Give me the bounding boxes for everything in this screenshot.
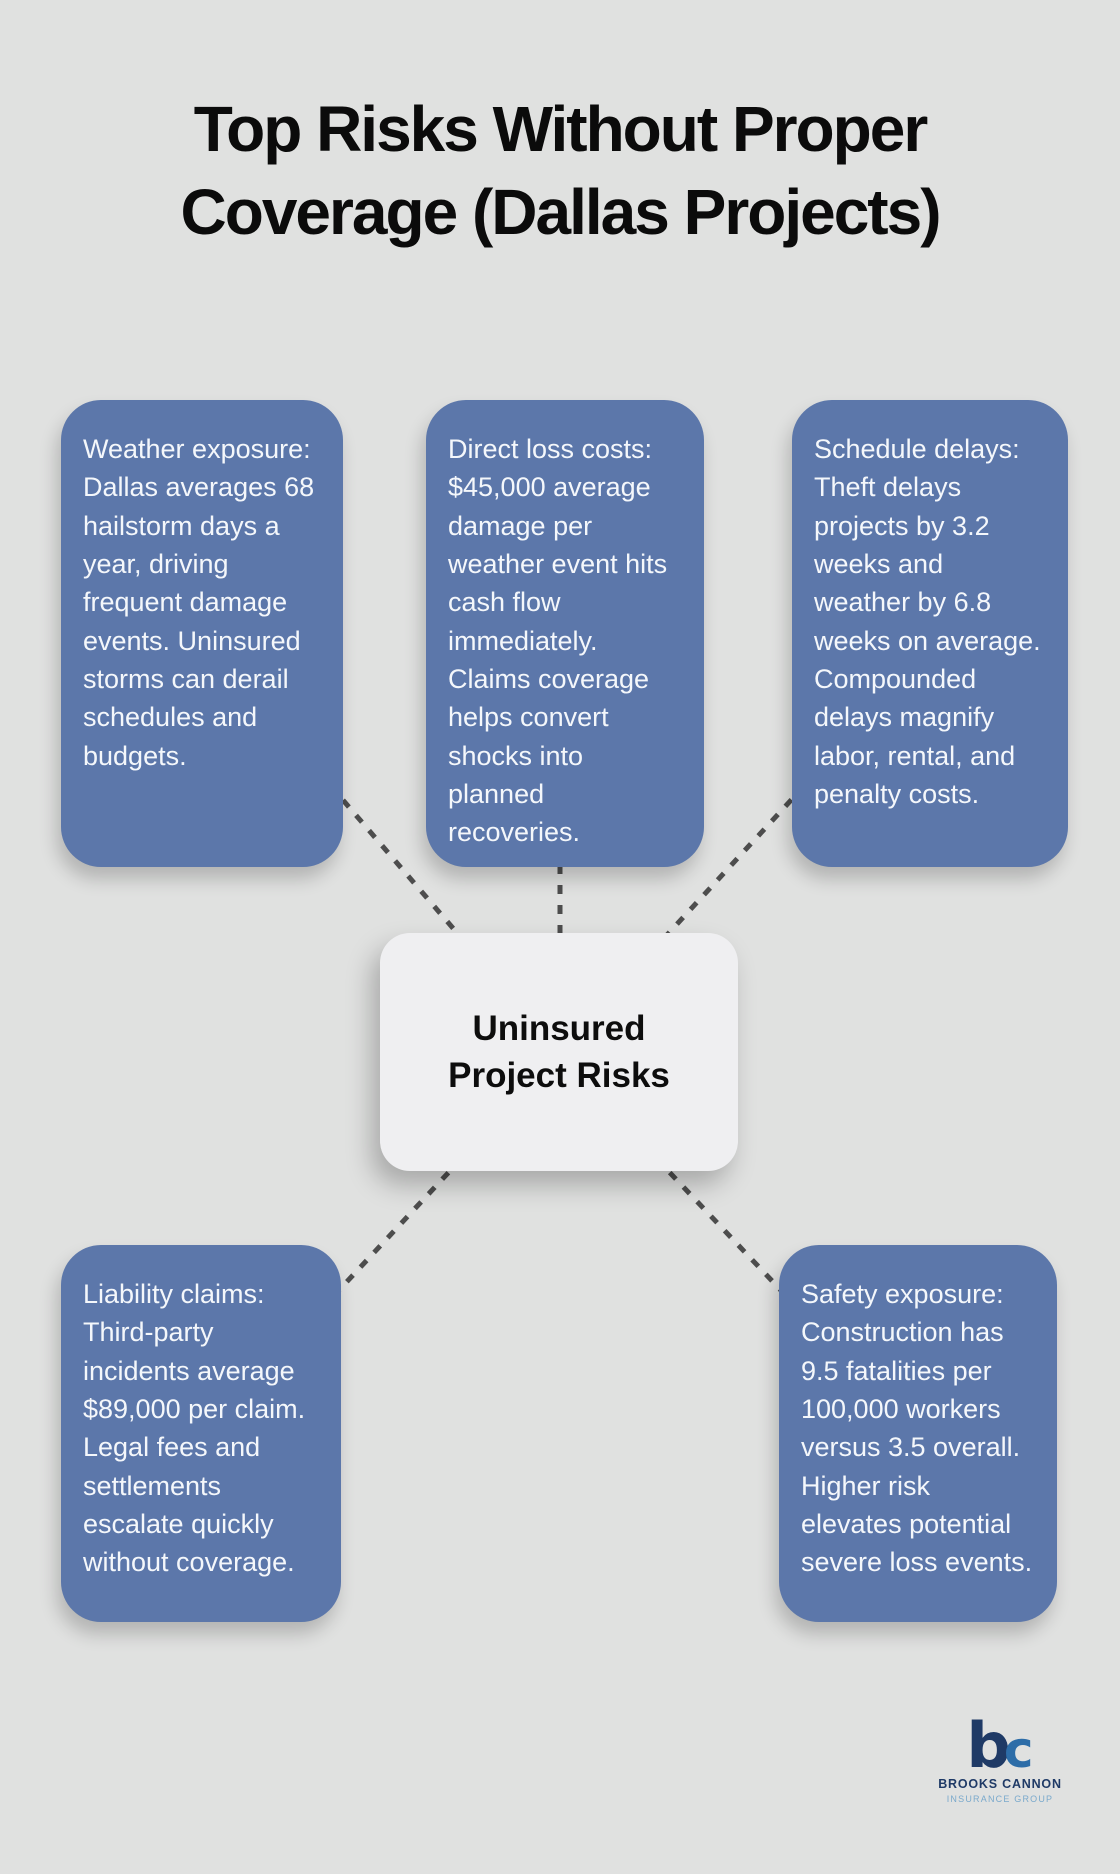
page-title: Top Risks Without Proper Coverage (Dalla… [0,88,1120,254]
page-title-line2: Coverage (Dallas Projects) [180,176,942,249]
bc-logo-letter-b: b [966,1709,1011,1782]
risk-node-liability-claims: Liability claims: Third-party incidents … [61,1245,341,1622]
connector-center-to-liability [326,1156,464,1304]
central-node-line1: Uninsured [472,1008,646,1048]
brand-name: BROOKS CANNON [938,1777,1062,1792]
risk-node-schedule-delays-text: Schedule delays: Theft delays projects b… [814,434,1041,809]
risk-node-weather-exposure: Weather exposure: Dallas averages 68 hai… [61,400,343,867]
bc-logo-letter-c: c [1003,1721,1034,1780]
connector-schedule-to-center [653,783,807,950]
risk-node-liability-text: Liability claims: Third-party incidents … [83,1279,306,1578]
risk-node-schedule-delays: Schedule delays: Theft delays projects b… [792,400,1068,867]
risk-node-weather-text: Weather exposure: Dallas averages 68 hai… [83,434,315,771]
page-title-line1: Top Risks Without Proper [193,93,928,165]
connector-weather-to-center [328,783,472,950]
brand-logo: b c BROOKS CANNON INSURANCE GROUP [920,1709,1080,1805]
risk-node-safety-exposure: Safety exposure: Construction has 9.5 fa… [779,1245,1057,1622]
connector-center-to-safety [654,1156,794,1304]
central-node-uninsured-project-risks: Uninsured Project Risks [380,933,738,1171]
risk-node-direct-loss-text: Direct loss costs: $45,000 average damag… [448,434,668,848]
brand-tagline: INSURANCE GROUP [946,1794,1054,1805]
bc-logo-icon: b c [920,1709,1080,1782]
central-node-line2: Project Risks [448,1056,670,1095]
risk-node-direct-loss-costs: Direct loss costs: $45,000 average damag… [426,400,704,867]
risk-node-safety-text: Safety exposure: Construction has 9.5 fa… [801,1279,1033,1578]
